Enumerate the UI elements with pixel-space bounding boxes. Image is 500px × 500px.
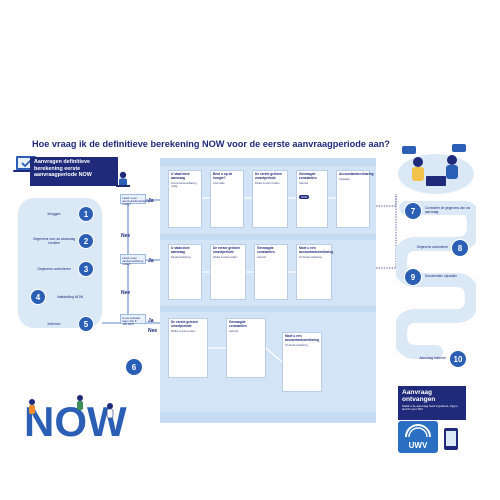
step-label: Indienen bbox=[47, 322, 61, 326]
card-title: Moet u een accountantsverklaring bbox=[299, 246, 334, 254]
flow-card[interactable]: De eerste gelezen omzetperiode Welke omz… bbox=[168, 318, 208, 378]
step-label: Aanvraag indienen bbox=[419, 356, 446, 361]
left-header: Aanvragen definitieve berekening eerste … bbox=[30, 157, 118, 186]
step-2[interactable]: Gegevens van uw aanvraag invullen 2 bbox=[30, 233, 94, 249]
card-text: Of derdenverklaring bbox=[299, 255, 322, 259]
nee-label: Nee bbox=[148, 328, 158, 334]
step-label: Vaststelling NOW bbox=[56, 295, 84, 299]
card-title: U staat deze aanvraag bbox=[171, 172, 190, 180]
panel-arrows bbox=[202, 197, 336, 363]
step-number: 1 bbox=[78, 206, 94, 222]
received-title: Aanvraag ontvangen bbox=[402, 389, 436, 403]
team-illustration bbox=[396, 140, 476, 196]
flow-card[interactable]: De eerste gelezen omzetperiode Welke omz… bbox=[210, 244, 246, 300]
card-text: Welke omzet invullen bbox=[255, 181, 280, 185]
step-label: Inloggen bbox=[47, 212, 61, 216]
step-label: Gegevens van uw aanvraag invullen bbox=[32, 237, 76, 245]
application-received-box: Aanvraag ontvangen Nadat u de aanvraag h… bbox=[398, 386, 466, 420]
flow-card[interactable]: Moet u een accountantsverklaring Of derd… bbox=[282, 332, 322, 392]
card-text: Gebruik bbox=[229, 329, 239, 333]
flow-card[interactable]: Moet u een accountantsverklaring Of derd… bbox=[296, 244, 334, 300]
step-5[interactable]: Indienen 5 bbox=[30, 316, 94, 332]
right-road bbox=[396, 201, 476, 359]
uwv-logo-text: UWV bbox=[409, 441, 428, 450]
step-number: 7 bbox=[404, 202, 422, 220]
step-1[interactable]: Inloggen 1 bbox=[30, 206, 94, 222]
card-title: Gevraagde constanties bbox=[257, 246, 275, 254]
card-title: De eerste gelezen omzetperiode bbox=[213, 246, 240, 254]
card-text: Gebruik bbox=[299, 181, 309, 185]
card-text: Derdenverklaring bbox=[171, 255, 191, 259]
step-label: Gegevens controleren bbox=[37, 267, 71, 271]
step-number: 2 bbox=[78, 233, 94, 249]
right-step-10[interactable]: Aanvraag indienen 10 bbox=[410, 350, 467, 368]
step-label: Gegevens controleren bbox=[416, 245, 448, 250]
card-text: Welke omzet invullen bbox=[171, 329, 196, 333]
right-step-7[interactable]: 7 Controleer de gegevens van uw aanvraag bbox=[404, 202, 475, 220]
question-box-2: Heeft u een derdenverklaring nodig? bbox=[120, 254, 146, 266]
step-number: 5 bbox=[78, 316, 94, 332]
flow-card[interactable]: De eerste gelezen omzetperiode Welke omz… bbox=[252, 170, 288, 228]
step-4[interactable]: 4 Vaststelling NOW bbox=[30, 289, 94, 305]
card-title: Moet u een accountantsverklaring bbox=[285, 334, 320, 342]
flow-card[interactable]: Gevraagde constanties Gebruik bbox=[254, 244, 288, 300]
step-number: 9 bbox=[404, 268, 422, 286]
flow-card[interactable]: Accountantsverklaring Uploaden bbox=[336, 170, 374, 228]
step-number: 4 bbox=[30, 289, 46, 305]
phone-icon bbox=[440, 426, 462, 452]
uwv-logo: UWV bbox=[398, 421, 438, 453]
step-6[interactable]: 6 bbox=[125, 358, 143, 376]
step-number: 3 bbox=[78, 261, 94, 277]
flow-card[interactable]: Gevraagde constanties Gebruik bbox=[226, 318, 266, 378]
question-box-1: Heeft u een accountantsverklaring nodig? bbox=[120, 194, 150, 206]
step-3[interactable]: Gegevens controleren 3 bbox=[30, 261, 94, 277]
received-subtitle: Nadat u de aanvraag heeft ingediend, kri… bbox=[402, 404, 458, 412]
card-text: Informatie bbox=[213, 181, 225, 185]
card-title: De eerste gelezen omzetperiode bbox=[255, 172, 282, 180]
flow-panel: U staat deze aanvraag Accountantsverklar… bbox=[160, 158, 376, 423]
card-text: Welke omzet invullen bbox=[213, 255, 238, 259]
flow-card[interactable]: U staat deze aanvraag Accountantsverklar… bbox=[168, 170, 202, 228]
ja-label: Ja bbox=[148, 318, 154, 324]
step-number: 8 bbox=[451, 239, 469, 257]
now-logo-illustration: NOW bbox=[18, 392, 128, 445]
ja-label: Ja bbox=[148, 198, 154, 204]
flow-card[interactable]: Bent u op de hoogte? Informatie bbox=[210, 170, 244, 228]
flow-card[interactable]: Gevraagde constanties Gebruik NOW bbox=[296, 170, 328, 228]
card-title: De eerste gelezen omzetperiode bbox=[171, 320, 198, 328]
nee-label: Nee bbox=[121, 290, 131, 296]
right-step-9[interactable]: 9 Documenten uploaden bbox=[404, 268, 471, 286]
card-title: Gevraagde constanties bbox=[229, 320, 247, 328]
step-number: 10 bbox=[449, 350, 467, 368]
step-label: Documenten uploaden bbox=[425, 274, 458, 279]
card-text: Gebruik bbox=[257, 255, 267, 259]
question-box-3: Is uw subsidie lager dan € 100.000? bbox=[120, 314, 146, 326]
page-title: Hoe vraag ik de definitieve berekening N… bbox=[32, 139, 390, 149]
flow-card[interactable]: U staat deze aanvraag Derdenverklaring bbox=[168, 244, 202, 300]
ja-label: Ja bbox=[148, 258, 154, 264]
card-text: Accountantsverklaring nodig bbox=[171, 181, 197, 188]
person-illustration bbox=[112, 170, 134, 192]
card-title: Gevraagde constanties bbox=[299, 172, 317, 180]
card-text: Uploaden bbox=[339, 177, 351, 181]
card-title: Accountantsverklaring bbox=[339, 172, 374, 176]
now-tag: NOW bbox=[299, 195, 310, 200]
right-step-8[interactable]: Gegevens controleren 8 bbox=[410, 239, 469, 257]
card-title: U staat deze aanvraag bbox=[171, 246, 190, 254]
card-title: Bent u op de hoogte? bbox=[213, 172, 233, 180]
nee-label: Nee bbox=[121, 233, 131, 239]
card-text: Of derdenverklaring bbox=[285, 343, 308, 347]
step-label: Controleer de gegevens van uw aanvraag bbox=[425, 206, 471, 214]
